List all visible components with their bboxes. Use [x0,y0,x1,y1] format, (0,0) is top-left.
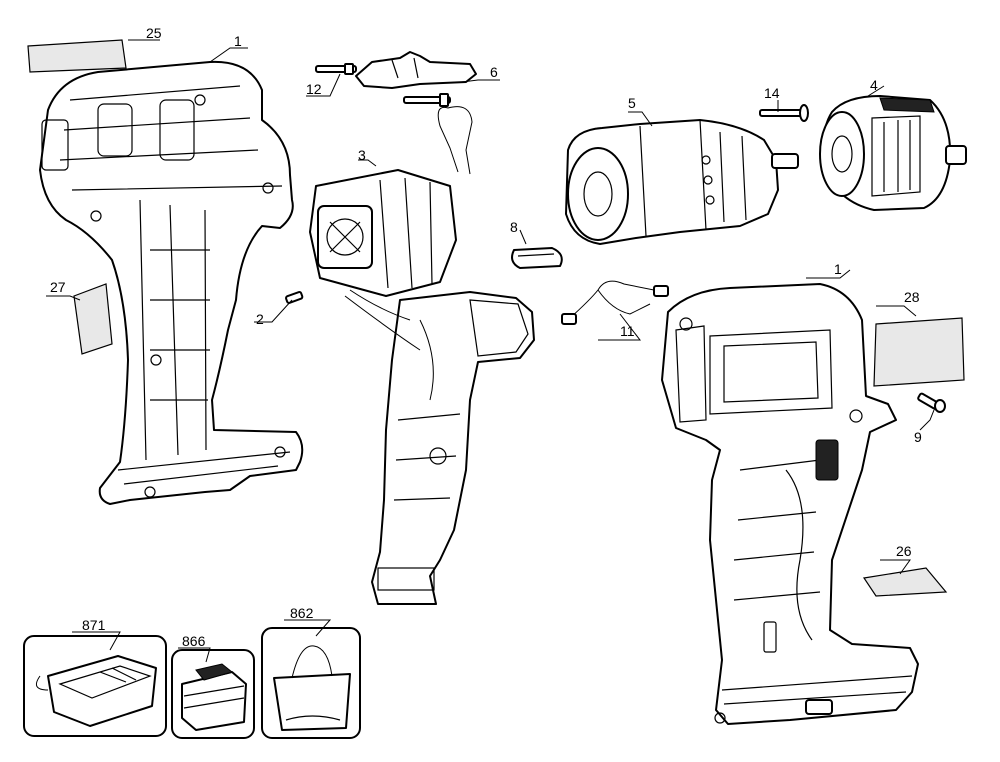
part-2-screw [285,291,304,304]
part-8-brush-holder [511,247,563,269]
callout-1-left: 1 [234,33,242,49]
part-1-drill-assembled [661,283,919,725]
part-28-label-sticker [873,317,965,387]
callout-6: 6 [490,64,498,80]
callout-25: 25 [146,25,162,41]
part-12-pin [315,63,357,75]
part-6-reversing-switch [355,51,477,175]
part-11-wire-lead [561,280,669,325]
callout-862: 862 [290,605,314,621]
callout-11: 11 [620,323,635,339]
callout-27: 27 [50,279,66,295]
part-4-keyless-chuck [819,95,967,211]
part-1-housing-left [39,60,304,505]
part-9-screw [917,392,946,413]
part-27-label-sticker [73,283,113,355]
part-5-gearbox [565,119,799,245]
callout-2: 2 [256,311,264,327]
part-26-label-sticker [862,567,948,597]
part-3-motor-switch-assembly [309,169,535,605]
callout-866: 866 [182,633,206,649]
callout-4: 4 [870,77,878,93]
accessory-866-battery-box [171,649,255,739]
part-14-chuck-screw [759,104,809,122]
leader-lines [46,39,935,663]
callout-28: 28 [904,289,920,305]
callout-12: 12 [306,81,322,97]
callout-1-right: 1 [834,261,842,277]
callout-8: 8 [510,219,518,235]
accessory-862-bag-box [261,627,361,739]
callout-14: 14 [764,85,780,101]
callout-9: 9 [914,429,922,445]
part-25-label-sticker [27,39,127,73]
callout-26: 26 [896,543,912,559]
accessory-871-charger-box [23,635,167,737]
callout-3: 3 [358,147,366,163]
callout-871: 871 [82,617,106,633]
callout-5: 5 [628,95,636,111]
